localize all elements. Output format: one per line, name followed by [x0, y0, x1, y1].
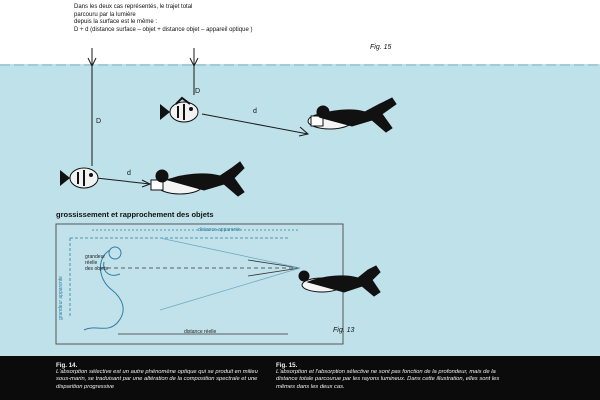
light-path-lower: [87, 48, 152, 188]
intro-line-1: Dans les deux cas représentés, le trajet…: [74, 4, 193, 10]
diagram-guides: [69, 229, 301, 335]
label-D-lower: D: [96, 118, 102, 125]
caption-left: Fig. 14. L'absorption sélective est un a…: [56, 362, 266, 391]
label-grandeur-reelle: grandeur réelle des objets: [85, 254, 108, 272]
diver-diagram-icon: [298, 265, 381, 297]
light-path-upper: [189, 48, 310, 137]
caption-right: Fig. 15. L'absorption et l'absorption sé…: [276, 362, 516, 391]
label-distance-apparente: distance apparente: [198, 227, 241, 233]
label-D-upper: D: [195, 88, 201, 95]
intro-line-2: parcouru par la lumière: [74, 11, 136, 18]
label-d-upper: d: [253, 108, 257, 115]
fish-upper-icon: [160, 96, 199, 123]
diver-upper-icon: [307, 97, 397, 133]
diagram-frame: [55, 223, 344, 345]
water-surface-line: [0, 64, 600, 66]
label-grandeur-apparente: grandeur apparente: [58, 276, 64, 320]
caption-right-text: L'absorption et l'absorption sélective n…: [276, 369, 500, 390]
top-white-area: [0, 0, 600, 64]
caption-left-text: L'absorption sélective est un autre phén…: [56, 369, 258, 390]
underwater-area: [0, 64, 600, 356]
label-distance-reelle: distance réelle: [184, 329, 217, 335]
fig-15-label: Fig. 15: [370, 44, 392, 51]
fish-lower-icon: [60, 167, 99, 189]
intro-text: Dans les deux cas représentés, le trajet…: [74, 4, 344, 34]
caption-left-title: Fig. 14.: [56, 362, 78, 369]
diver-lower-icon: [150, 161, 245, 197]
intro-line-3: depuis la surface est le même :: [74, 19, 158, 25]
intro-line-4: D + d (distance surface – objet + distan…: [74, 26, 253, 33]
section-heading: grossissement et rapprochement des objet…: [56, 210, 214, 219]
caption-band: [0, 356, 600, 400]
fig-13-label: Fig. 13: [333, 327, 355, 334]
mermaid-icon: [83, 246, 124, 331]
caption-right-title: Fig. 15.: [276, 362, 298, 369]
label-d-lower: d: [127, 170, 131, 177]
